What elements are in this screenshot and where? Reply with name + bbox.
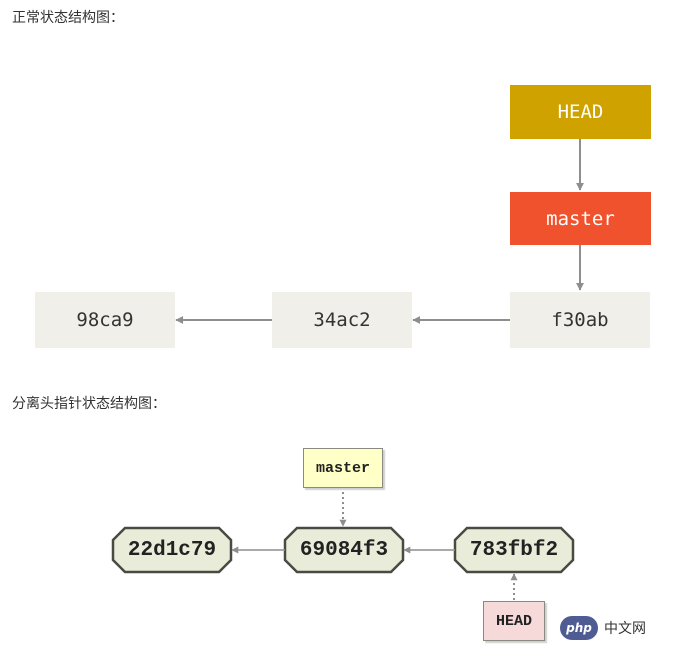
commit-node-34ac2: 34ac2 bbox=[272, 292, 412, 348]
php-logo-icon: php bbox=[560, 616, 598, 640]
commit-hex-22d1c79 bbox=[111, 526, 233, 574]
watermark-site-text: 中文网 bbox=[604, 621, 646, 637]
commit-hex-69084f3 bbox=[283, 526, 405, 574]
head-pointer-tag: HEAD bbox=[483, 601, 545, 641]
master-branch-box: master bbox=[510, 192, 651, 245]
commit-label-22d1c79: 22d1c79 bbox=[127, 538, 217, 562]
caption-normal-state: 正常状态结构图： bbox=[12, 10, 124, 26]
commit-label-783fbf2: 783fbf2 bbox=[469, 538, 559, 562]
commit-label-69084f3: 69084f3 bbox=[299, 538, 389, 562]
commit-node-f30ab: f30ab bbox=[510, 292, 650, 348]
master-branch-tag: master bbox=[303, 448, 383, 488]
watermark: php 中文网 bbox=[560, 616, 646, 640]
commit-node-98ca9: 98ca9 bbox=[35, 292, 175, 348]
caption-detached-head-state: 分离头指针状态结构图： bbox=[12, 396, 166, 412]
head-pointer-box: HEAD bbox=[510, 85, 651, 139]
commit-hex-783fbf2 bbox=[453, 526, 575, 574]
